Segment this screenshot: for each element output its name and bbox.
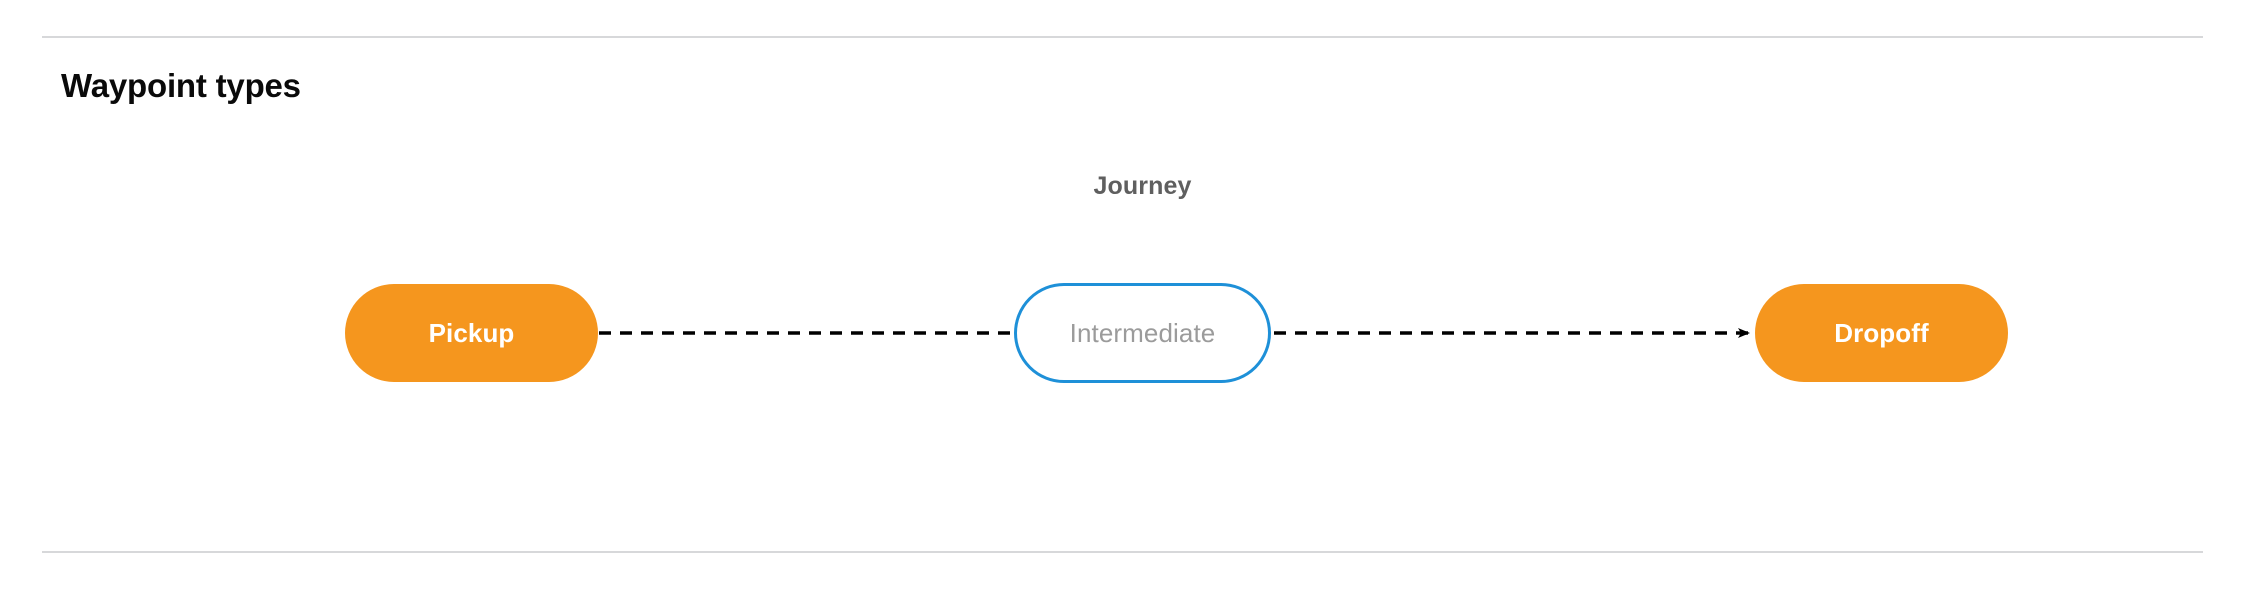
node-intermediate-label: Intermediate: [1069, 317, 1216, 348]
node-pickup[interactable]: Pickup: [345, 284, 598, 382]
node-dropoff-label: Dropoff: [1834, 317, 1929, 348]
journey-group-label: Journey: [1093, 172, 1192, 200]
node-intermediate[interactable]: Intermediate: [1014, 283, 1271, 383]
node-pickup-label: Pickup: [428, 317, 515, 348]
section-divider-bottom: [42, 551, 2203, 553]
section-divider-top: [42, 36, 2203, 38]
page-title: Waypoint types: [61, 67, 301, 104]
node-dropoff[interactable]: Dropoff: [1755, 284, 2008, 382]
